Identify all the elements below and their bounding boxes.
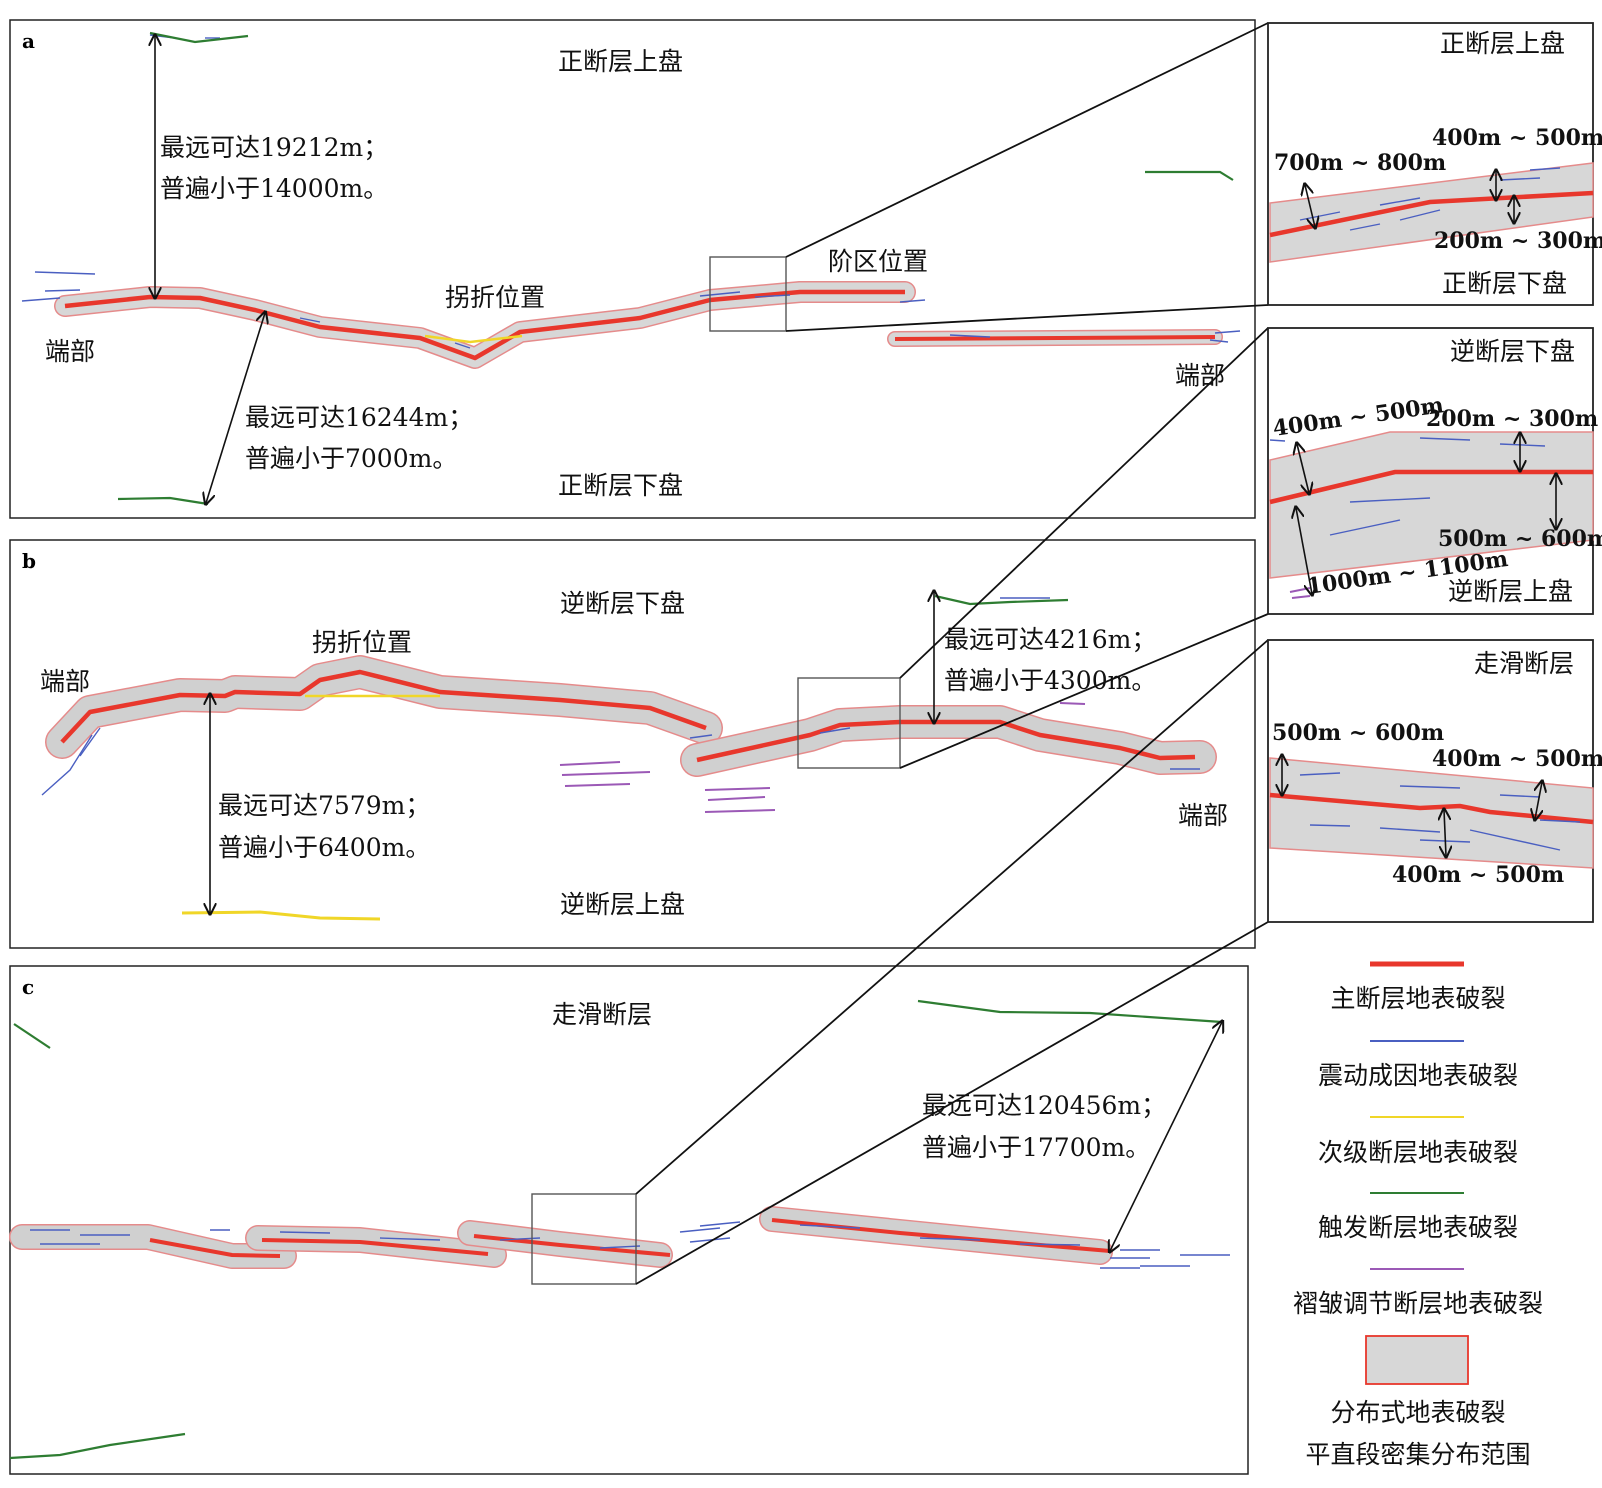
inset-reverse-d2: 200m ~ 300m bbox=[1426, 406, 1598, 432]
inset-strike-d2: 400m ~ 500m bbox=[1432, 746, 1602, 772]
inset-reverse-shaking bbox=[1269, 437, 1546, 536]
inset-normal-d3: 200m ~ 300m bbox=[1434, 228, 1602, 254]
panel-c-letter: c bbox=[22, 975, 34, 999]
label-a-fw-dist-1: 最远可达16244m； bbox=[245, 403, 473, 432]
label-b-hw-dist-1: 最远可达7579m； bbox=[218, 791, 430, 820]
trigger-ruptures-c bbox=[9, 999, 1223, 1460]
legend-label-zone-1: 分布式地表破裂 bbox=[1330, 1398, 1505, 1427]
zoom-box-c bbox=[531, 1193, 637, 1285]
zone-b-east-fill bbox=[681, 706, 1216, 776]
inset-normal-top: 正断层上盘 bbox=[1440, 29, 1565, 58]
distance-arrow-c bbox=[1110, 1022, 1222, 1251]
zoom-connectors bbox=[635, 22, 1269, 1285]
legend-label-secondary: 次级断层地表破裂 bbox=[1318, 1138, 1518, 1167]
label-a-footwall: 正断层下盘 bbox=[558, 471, 683, 500]
inset-strike-arrow-2 bbox=[1535, 782, 1542, 819]
inset-strike-zone bbox=[1269, 757, 1594, 869]
label-a-fw-dist-2: 普遍小于7000m。 bbox=[245, 444, 457, 473]
label-b-footwall: 逆断层下盘 bbox=[560, 589, 685, 618]
inset-normal-arrow-1 bbox=[1305, 185, 1315, 227]
legend-label-trigger: 触发断层地表破裂 bbox=[1318, 1213, 1518, 1242]
panel-a: a 正断层上盘 正断层下盘 拐折位置 阶区位置 端部 bbox=[9, 19, 1256, 519]
legend: 主断层地表破裂 震动成因地表破裂 次级断层地表破裂 触发断层地表破裂 褶皱调节断… bbox=[1293, 961, 1543, 1469]
panel-c: c bbox=[9, 965, 1249, 1475]
label-b-bend: 拐折位置 bbox=[312, 628, 412, 657]
label-c-dist-1: 最远可达120456m； bbox=[922, 1091, 1166, 1120]
main-rupture-a-east bbox=[894, 335, 1216, 341]
inset-strike-d1: 500m ~ 600m bbox=[1272, 720, 1444, 746]
secondary-rupture-b-far bbox=[181, 910, 381, 921]
zoom-box-b bbox=[797, 677, 901, 769]
inset-strike-arrow-3 bbox=[1444, 810, 1446, 856]
label-b-hanging-wall: 逆断层上盘 bbox=[560, 890, 685, 919]
label-b-end-left: 端部 bbox=[40, 667, 90, 696]
inset-strike-d3: 400m ~ 500m bbox=[1392, 862, 1564, 888]
label-a-hw-dist-1: 最远可达19212m； bbox=[160, 133, 388, 162]
panel-a-letter: a bbox=[22, 29, 35, 53]
zoom-box-a bbox=[709, 256, 787, 332]
legend-label-zone-2: 平直段密集分布范围 bbox=[1305, 1440, 1530, 1469]
legend-label-main: 主断层地表破裂 bbox=[1330, 984, 1505, 1013]
inset-normal-frame bbox=[1267, 22, 1594, 306]
inset-reverse-d3: 500m ~ 600m bbox=[1438, 526, 1602, 552]
fold-ruptures-b bbox=[559, 702, 1086, 813]
label-b-end-right: 端部 bbox=[1178, 801, 1228, 830]
secondary-rupture-a bbox=[424, 334, 523, 344]
label-a-bend: 拐折位置 bbox=[445, 283, 545, 312]
shaking-ruptures-b bbox=[41, 597, 1200, 796]
label-c-dist-2: 普遍小于17700m。 bbox=[922, 1133, 1150, 1162]
legend-swatch-zone bbox=[1365, 1335, 1469, 1385]
panel-b-letter: b bbox=[22, 549, 36, 573]
main-rupture-a-west bbox=[64, 289, 905, 361]
panel-c-frame bbox=[9, 965, 1249, 1475]
inset-reverse-arrow-1 bbox=[1297, 444, 1309, 493]
panel-b-frame bbox=[9, 539, 1256, 949]
inset-reverse: 逆断层下盘 逆断层上盘 400m ~ 500m 200m ~ 300m 500m… bbox=[1267, 327, 1602, 615]
inset-normal-bottom: 正断层下盘 bbox=[1442, 269, 1567, 298]
inset-normal-d2: 400m ~ 500m bbox=[1432, 125, 1602, 151]
trigger-rupture-b bbox=[934, 594, 1069, 606]
inset-strike-slip: 走滑断层 500m ~ 600m 400m ~ 500m 400m ~ 500m bbox=[1267, 639, 1602, 923]
label-c-strike-slip: 走滑断层 bbox=[552, 1000, 652, 1029]
trigger-rupture-a-bottom bbox=[117, 496, 209, 506]
label-b-hw-dist-2: 普遍小于6400m。 bbox=[218, 833, 430, 862]
inset-strike-title: 走滑断层 bbox=[1474, 649, 1574, 678]
label-a-hanging-wall: 正断层上盘 bbox=[558, 47, 683, 76]
inset-reverse-zone bbox=[1269, 431, 1594, 579]
panel-a-frame bbox=[9, 19, 1256, 519]
inset-reverse-bottom: 逆断层上盘 bbox=[1448, 577, 1573, 606]
distance-arrow-a-foot bbox=[206, 313, 265, 503]
shaking-ruptures-a bbox=[21, 34, 1241, 349]
trigger-rupture-a-top bbox=[149, 31, 249, 44]
label-a-step: 阶区位置 bbox=[828, 247, 928, 276]
inset-strike-main-rupture bbox=[1269, 792, 1594, 825]
main-rupture-b-east bbox=[696, 719, 1196, 763]
trigger-rupture-a-right bbox=[1145, 170, 1234, 181]
inset-reverse-arrow-4 bbox=[1296, 508, 1312, 594]
legend-label-shaking: 震动成因地表破裂 bbox=[1318, 1061, 1518, 1090]
inset-normal-main-rupture bbox=[1269, 190, 1594, 238]
inset-normal-d1: 700m ~ 800m bbox=[1274, 150, 1446, 176]
panel-b: b 逆断层下盘 逆断层上盘 拐折位置 端部 端部 最远可达4216m； 普遍小于… bbox=[9, 539, 1256, 949]
label-a-end-right: 端部 bbox=[1175, 361, 1225, 390]
label-a-end-left: 端部 bbox=[45, 337, 95, 366]
main-rupture-b-west bbox=[60, 669, 707, 744]
label-b-fw-dist-1: 最远可达4216m； bbox=[944, 625, 1156, 654]
label-b-fw-dist-2: 普遍小于4300m。 bbox=[944, 666, 1156, 695]
label-a-hw-dist-2: 普遍小于14000m。 bbox=[160, 174, 388, 203]
inset-reverse-top: 逆断层下盘 bbox=[1450, 337, 1575, 366]
legend-label-fold: 褶皱调节断层地表破裂 bbox=[1293, 1289, 1543, 1318]
inset-normal: 正断层上盘 正断层下盘 700m ~ 800m 400m ~ 500m 200m… bbox=[1267, 22, 1602, 306]
